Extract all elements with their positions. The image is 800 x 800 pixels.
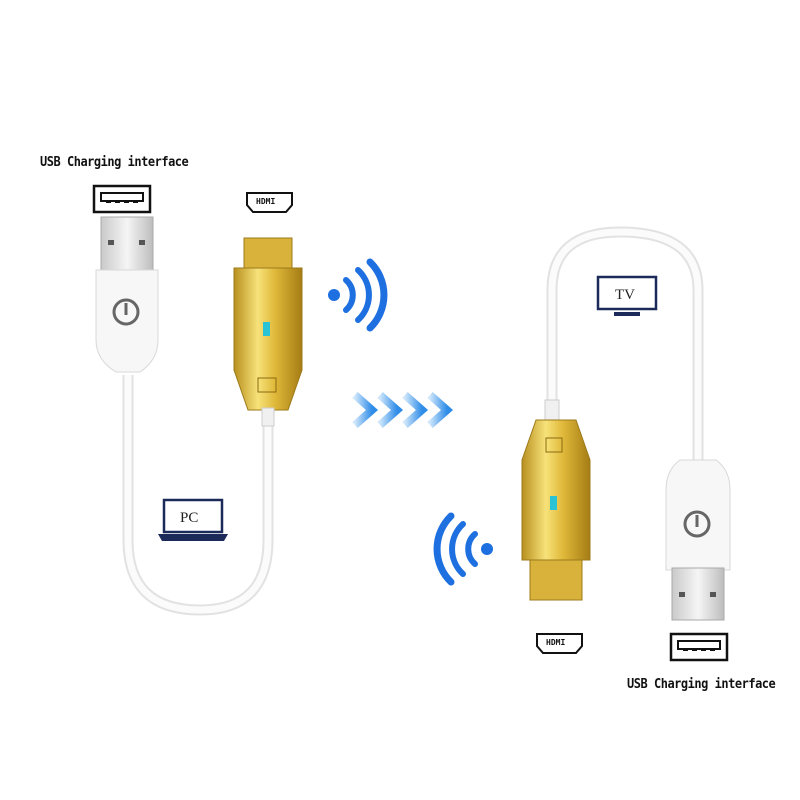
tv-label: TV xyxy=(615,287,635,303)
usb-charging-label-left: USB Charging interface xyxy=(40,155,189,170)
wifi-signal-icon-right xyxy=(433,512,493,586)
transmission-arrows-icon xyxy=(352,392,454,428)
usb-plug-right xyxy=(665,459,731,621)
pc-laptop-icon: PC xyxy=(158,498,228,541)
usb-port-icon-right xyxy=(669,632,729,662)
usb-plug-left xyxy=(95,216,159,373)
hdmi-label-right: HDMI xyxy=(546,638,565,647)
wifi-signal-icon-left xyxy=(328,258,388,332)
usb-charging-label-right: USB Charging interface xyxy=(627,677,776,692)
power-logo-icon xyxy=(112,298,140,326)
power-logo-icon xyxy=(683,510,711,538)
usb-port-icon-left xyxy=(92,184,152,214)
cable-left xyxy=(122,375,274,616)
hdmi-label-left: HDMI xyxy=(256,197,275,206)
hdmi-port-icon-left: HDMI xyxy=(246,192,293,213)
hdmi-dongle-right xyxy=(521,399,591,601)
pc-label: PC xyxy=(180,510,198,526)
tv-icon: TV xyxy=(596,275,658,316)
led-indicator xyxy=(263,322,270,336)
hdmi-dongle-left xyxy=(233,237,303,427)
led-indicator xyxy=(550,496,557,510)
hdmi-port-icon-right: HDMI xyxy=(536,633,583,654)
